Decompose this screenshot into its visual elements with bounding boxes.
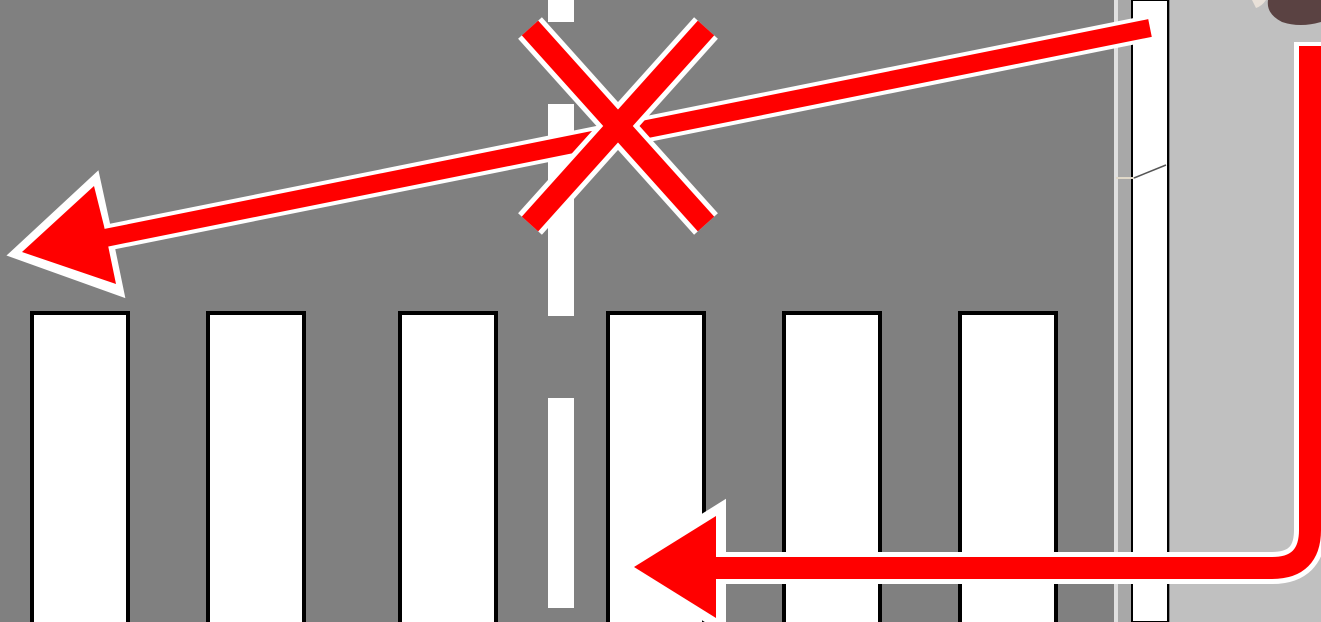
center-line-dash [548,398,574,608]
crosswalk-stripe [32,313,128,622]
edge-line [1132,0,1168,622]
crosswalk-stripe [208,313,304,622]
curb-edge [1114,0,1118,622]
crosswalk-stripe [400,313,496,622]
center-line-dash [548,0,574,22]
